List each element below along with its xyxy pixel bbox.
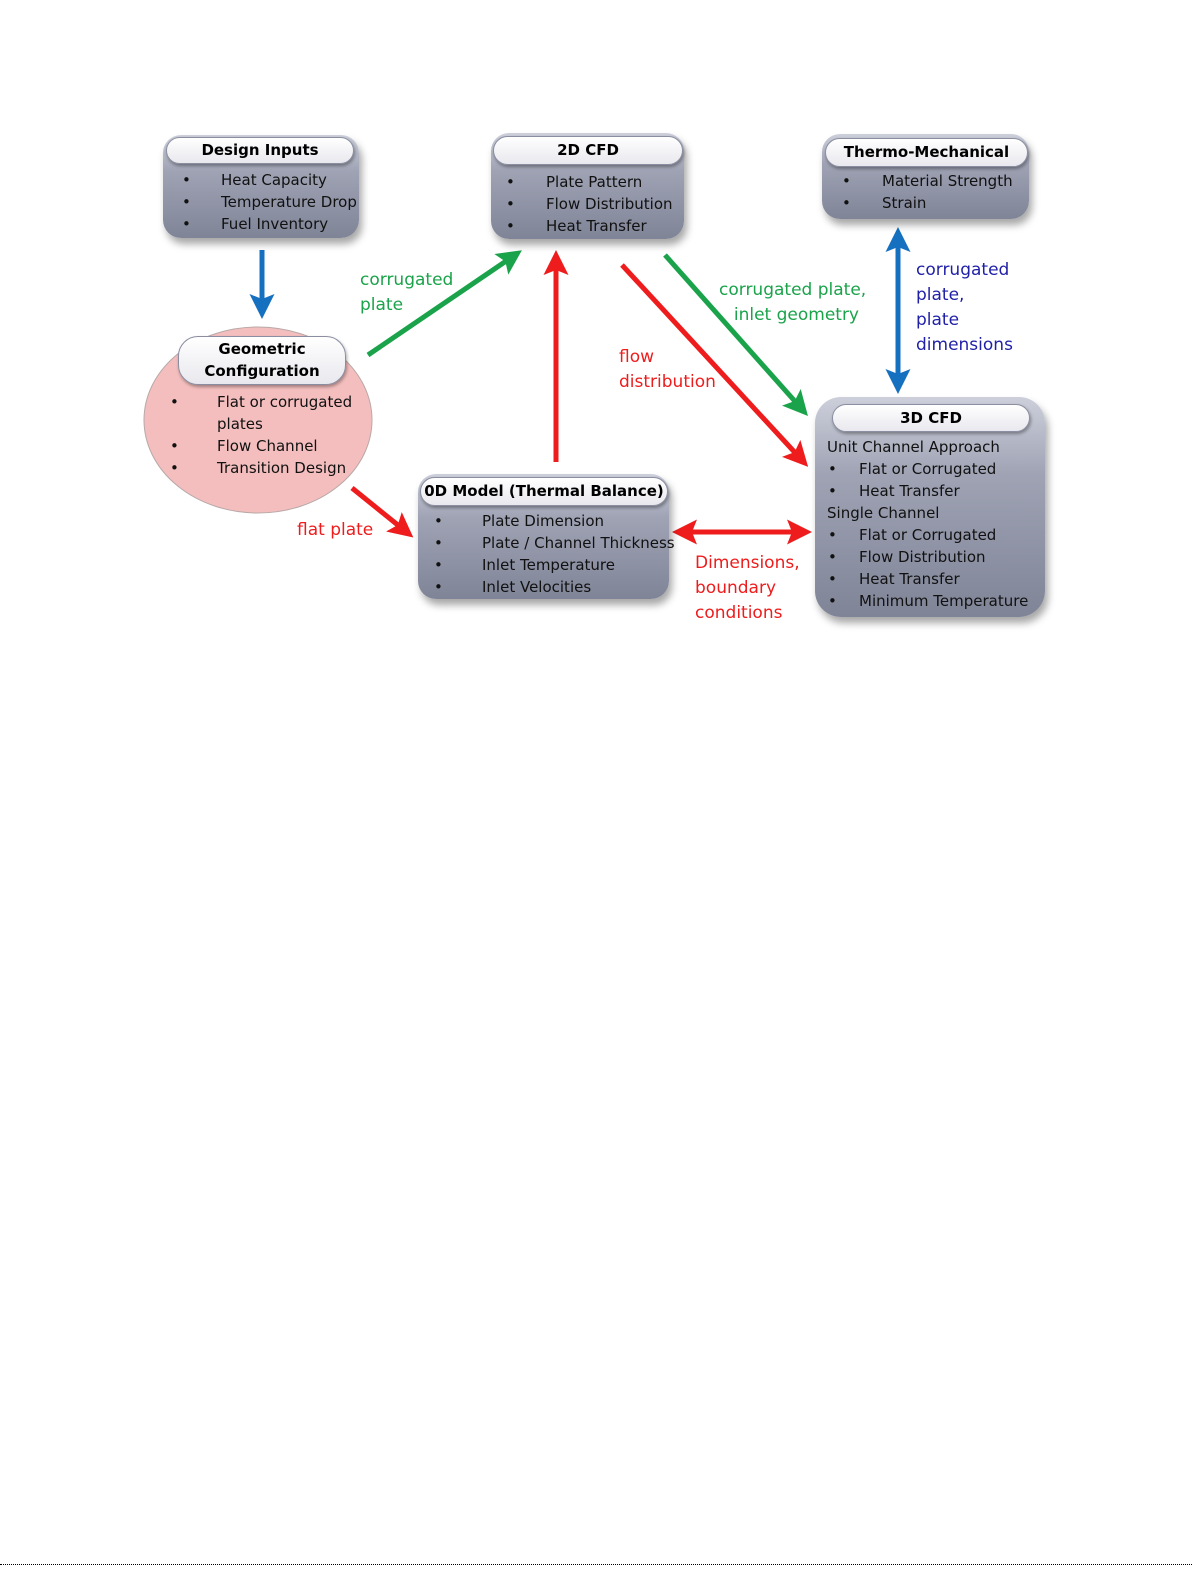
0d-model-title: 0D Model (Thermal Balance) <box>420 477 668 506</box>
edge-label-thermo-link: corrugated plate, plate dimensions <box>916 260 1013 355</box>
page-bottom-rule <box>0 1564 1192 1565</box>
geometric-configuration-title: Geometric Configuration <box>178 336 346 385</box>
design-inputs-title: Design Inputs <box>166 137 354 164</box>
edge-label-flat-plate: flat plate <box>297 520 374 540</box>
arrow-geometric-to-0d <box>350 486 414 538</box>
3d-cfd-title: 3D CFD <box>832 404 1030 432</box>
arrow-2dcfd-to-3dcfd-red <box>620 263 809 467</box>
geometric-item-continuation: plates <box>217 415 263 433</box>
arrow-geometric-to-2dcfd <box>366 250 522 358</box>
3d-cfd-node <box>815 397 1045 617</box>
edge-label-dimensions: Dimensions, boundary conditions <box>695 553 800 623</box>
3d-cfd-section-heading: Single Channel <box>827 504 940 522</box>
3d-cfd-section-heading: Unit Channel Approach <box>827 438 1000 456</box>
thermo-mechanical-title: Thermo-Mechanical <box>825 138 1028 167</box>
2d-cfd-title: 2D CFD <box>493 136 683 165</box>
edge-label-flow-distribution: flow distribution <box>619 347 716 392</box>
edge-label-corrugated-plate-inlet: corrugated plate, inlet geometry <box>719 280 867 325</box>
workflow-diagram: Design Inputs •Heat Capacity •Temperatur… <box>0 0 1192 700</box>
edge-label-corrugated-plate: corrugated plate <box>360 270 454 315</box>
arrow-2dcfd-to-3dcfd-green <box>663 253 808 416</box>
